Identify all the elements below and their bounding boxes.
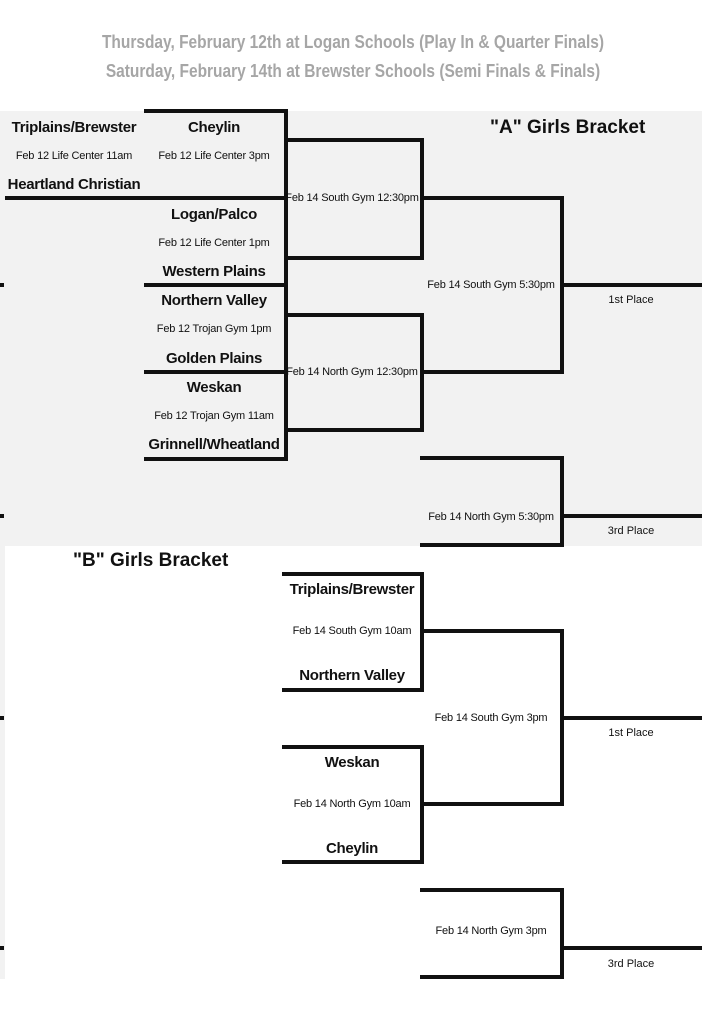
game-label: Feb 14 North Gym 5:30pm [428, 511, 554, 523]
bracket-line [284, 256, 424, 260]
bracket-line [560, 716, 702, 720]
bracket-line [0, 716, 4, 720]
place-label: 1st Place [608, 294, 654, 306]
bracket-line [420, 456, 564, 460]
game-label: Feb 14 South Gym 10am [292, 625, 412, 637]
team-slot: Western Plains [162, 263, 266, 280]
team-slot: Golden Plains [165, 350, 263, 367]
game-label: Feb 14 South Gym 3pm [434, 712, 548, 724]
bracket-line [284, 428, 424, 432]
bracket-line [144, 370, 288, 374]
bracket-line [420, 888, 564, 892]
bracket-line [282, 745, 424, 749]
bracket-line [284, 196, 288, 287]
bracket-line [284, 313, 424, 317]
team-slot: Triplains/Brewster [289, 581, 415, 598]
b-bracket-panel [0, 546, 5, 979]
a-bracket-panel [0, 111, 702, 546]
bracket-line [284, 283, 288, 374]
a-bracket-title: "A" Girls Bracket [490, 117, 646, 138]
team-slot: Cheylin [325, 840, 379, 857]
team-slot: Logan/Palco [171, 206, 257, 223]
bracket-line [420, 543, 564, 547]
game-label: Feb 14 North Gym 10am [293, 798, 411, 810]
bracket-line [560, 283, 702, 287]
team-slot: Heartland Christian [7, 176, 141, 193]
game-label: Feb 12 Life Center 3pm [158, 150, 270, 162]
game-label: Feb 14 North Gym 12:30pm [286, 366, 418, 378]
game-label: Feb 12 Trojan Gym 11am [154, 410, 274, 422]
bracket-line [144, 457, 288, 461]
team-slot: Northern Valley [161, 292, 267, 309]
team-slot: Weskan [324, 754, 380, 771]
bracket-line [5, 196, 288, 200]
bracket-line [0, 946, 4, 950]
bracket-line [420, 975, 564, 979]
bracket-line [0, 283, 4, 287]
bracket-line [420, 629, 564, 633]
bracket-line [284, 370, 288, 461]
game-label: Feb 14 South Gym 12:30pm [285, 192, 419, 204]
place-label: 1st Place [608, 727, 654, 739]
place-label: 3rd Place [607, 525, 655, 537]
b-bracket-title: "B" Girls Bracket [73, 550, 229, 571]
bracket-line [0, 514, 4, 518]
bracket-line [420, 370, 564, 374]
team-slot: Weskan [186, 379, 242, 396]
bracket-line [284, 109, 288, 200]
team-slot: Cheylin [187, 119, 241, 136]
bracket-line [560, 514, 702, 518]
team-slot: Grinnell/Wheatland [148, 436, 280, 453]
bracket-line [282, 688, 424, 692]
team-slot: Triplains/Brewster [11, 119, 137, 136]
header-line-1: Thursday, February 12th at Logan Schools… [101, 32, 605, 52]
bracket-line [144, 109, 288, 113]
bracket-line [144, 283, 288, 287]
place-label: 3rd Place [607, 958, 655, 970]
game-label: Feb 12 Life Center 1pm [158, 237, 270, 249]
bracket-line [284, 138, 424, 142]
bracket-line [282, 572, 424, 576]
bracket-line [420, 196, 564, 200]
bracket-line [560, 946, 702, 950]
game-label: Feb 14 North Gym 3pm [435, 925, 547, 937]
game-label: Feb 12 Life Center 11am [15, 150, 133, 162]
header-line-2: Saturday, February 14th at Brewster Scho… [105, 61, 601, 81]
bracket-line [420, 802, 564, 806]
game-label: Feb 12 Trojan Gym 1pm [156, 323, 272, 335]
bracket-line [560, 456, 564, 547]
bracket-line [282, 860, 424, 864]
team-slot: Northern Valley [299, 667, 405, 684]
bracket-line [560, 888, 564, 979]
game-label: Feb 14 South Gym 5:30pm [427, 279, 555, 291]
